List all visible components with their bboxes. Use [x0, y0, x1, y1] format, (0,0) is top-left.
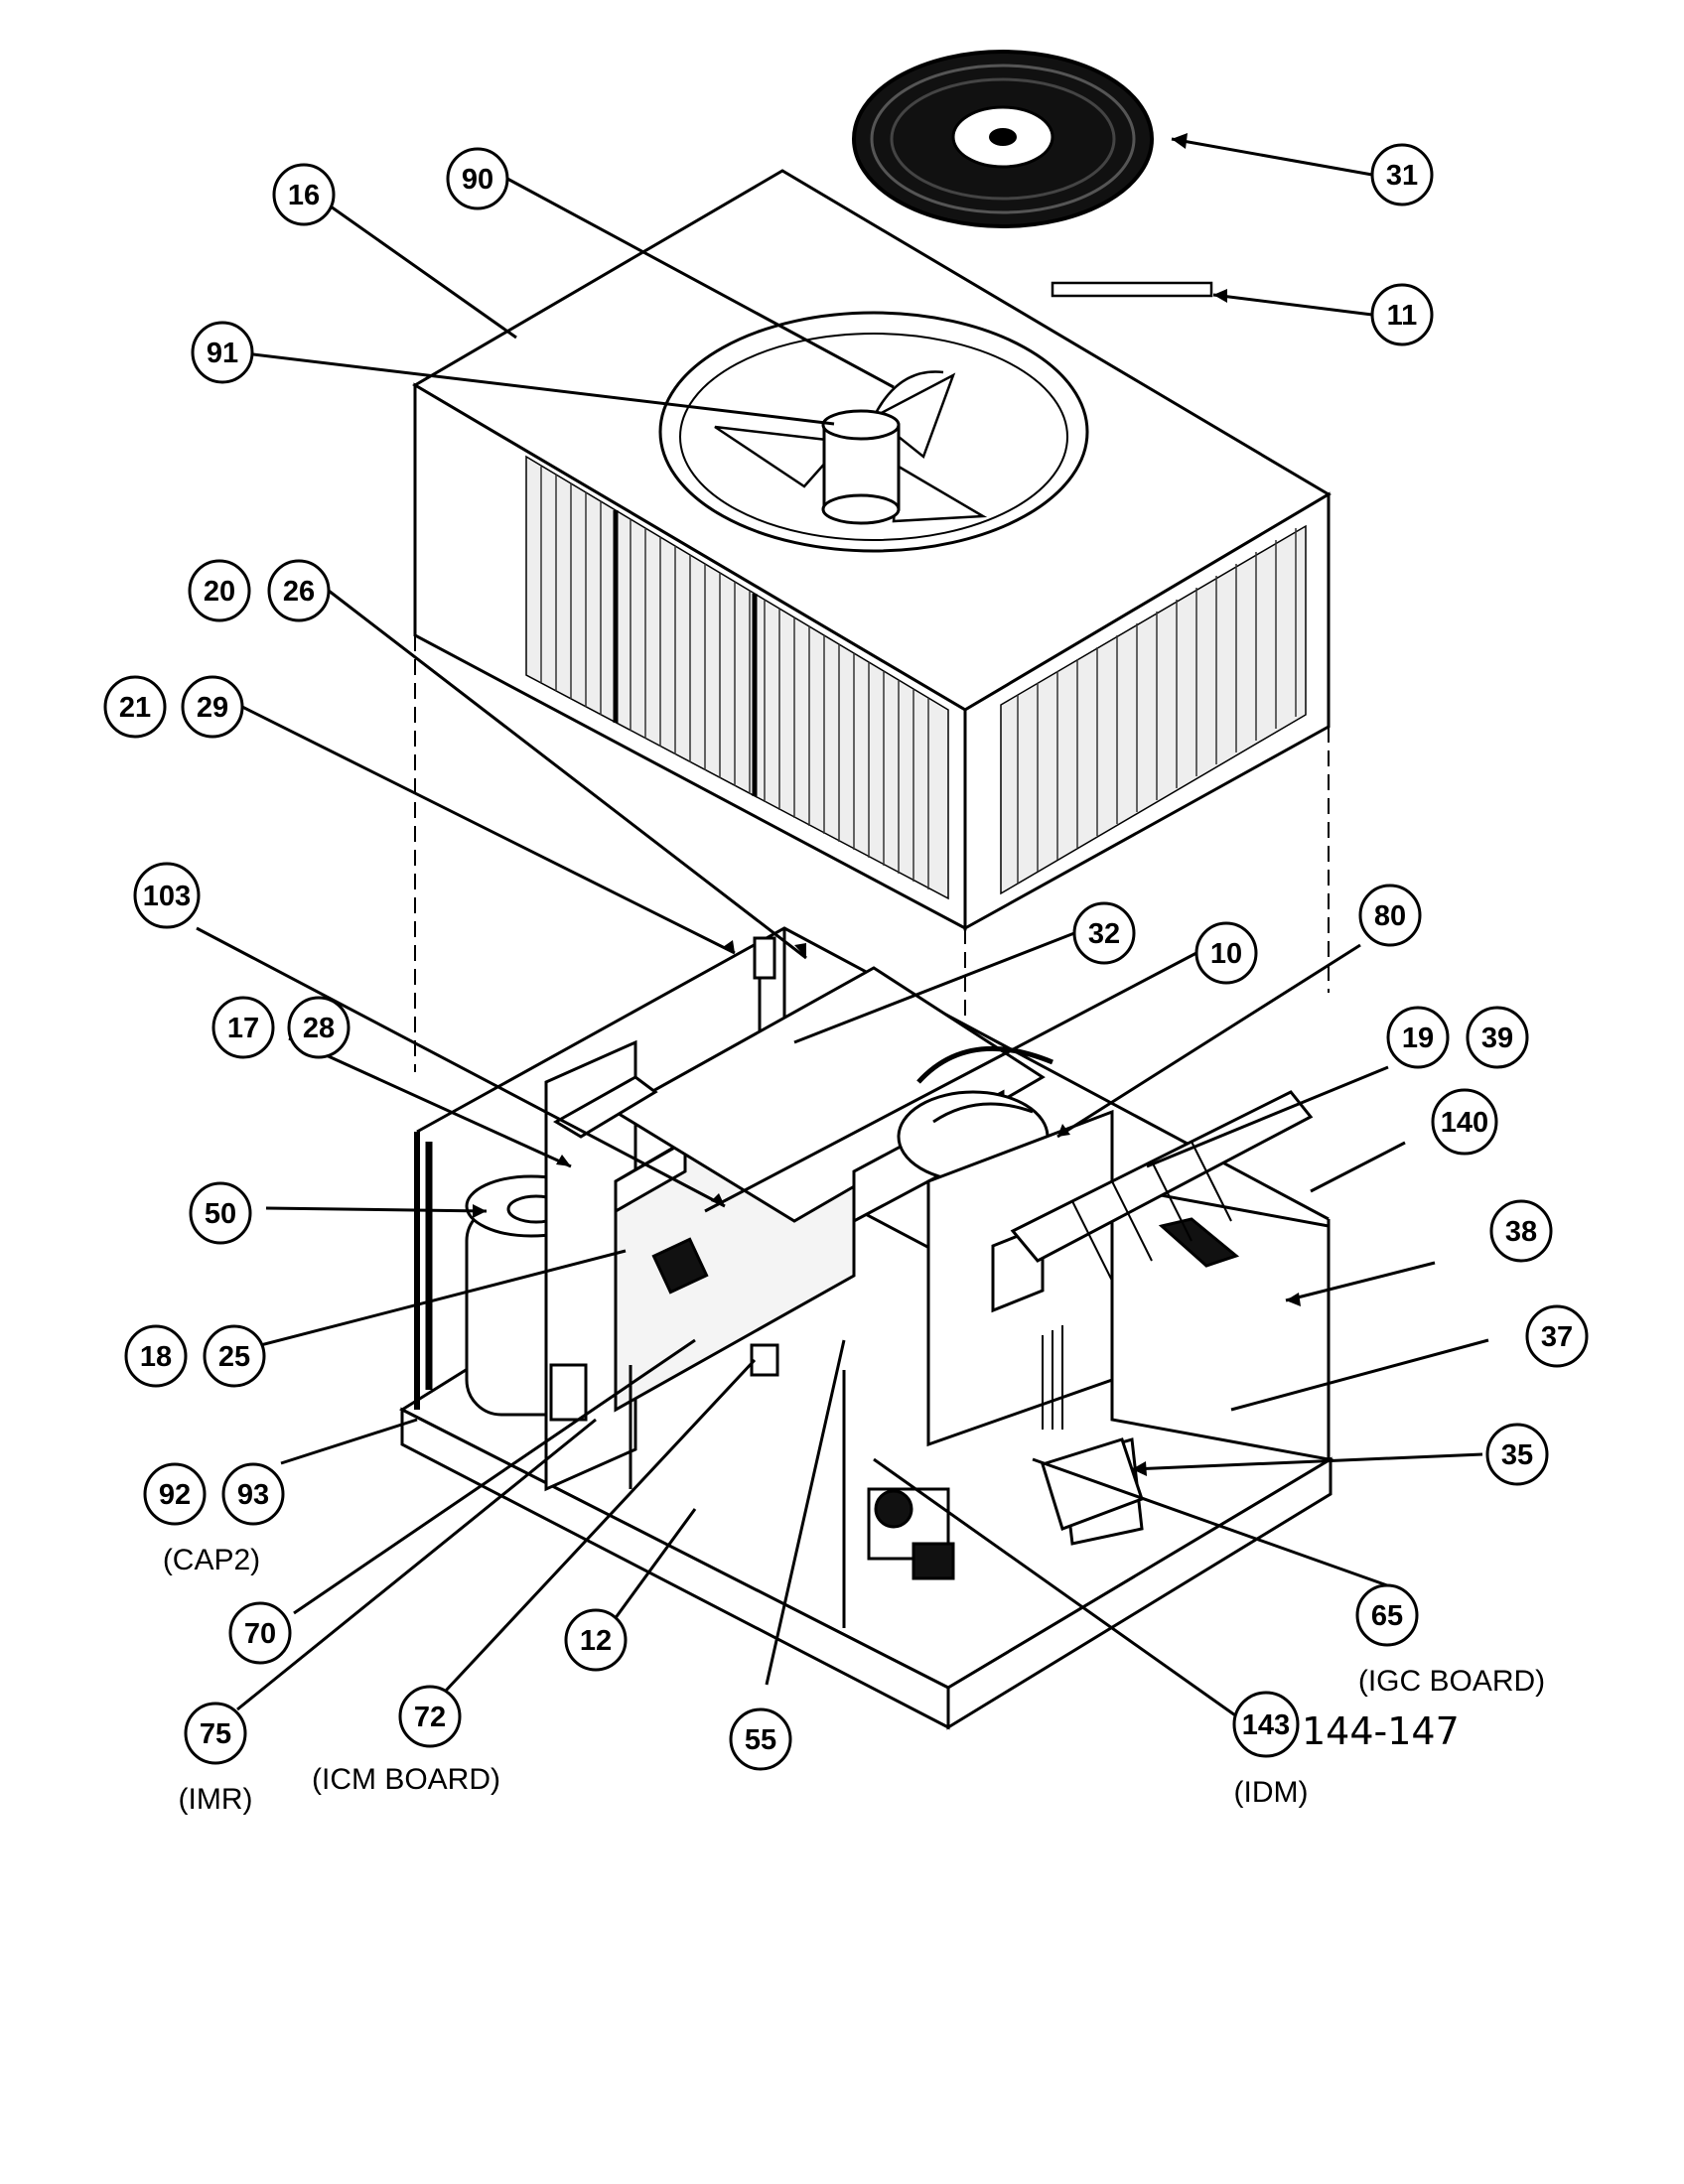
svg-text:70: 70: [244, 1618, 276, 1650]
leader-lines: [196, 137, 1489, 1719]
access-panel-37: [1110, 1184, 1331, 1461]
callout-28[interactable]: 28: [287, 996, 351, 1059]
svg-text:12: 12: [580, 1625, 612, 1657]
svg-text:11: 11: [1387, 300, 1418, 332]
svg-text:10: 10: [1210, 938, 1242, 970]
svg-text:18: 18: [140, 1341, 172, 1373]
svg-text:38: 38: [1505, 1216, 1537, 1248]
svg-text:17: 17: [227, 1013, 259, 1044]
fan-motor: [821, 409, 901, 525]
svg-text:19: 19: [1402, 1023, 1434, 1054]
callout-92[interactable]: 92: [143, 1462, 207, 1526]
callout-18[interactable]: 18: [124, 1324, 188, 1388]
svg-text:20: 20: [204, 576, 235, 608]
caption-imr: (IMR): [179, 1783, 253, 1816]
callout-25[interactable]: 25: [203, 1324, 266, 1388]
svg-text:29: 29: [197, 692, 228, 724]
callout-55[interactable]: 55: [729, 1707, 792, 1771]
callout-20[interactable]: 20: [188, 559, 251, 622]
callout-21[interactable]: 21: [103, 675, 167, 739]
callout-10[interactable]: 10: [1194, 921, 1258, 985]
callout-70[interactable]: 70: [228, 1601, 292, 1665]
caption-cap2: (CAP2): [163, 1544, 260, 1576]
svg-text:103: 103: [143, 881, 191, 912]
callout-26[interactable]: 26: [267, 559, 331, 622]
svg-text:91: 91: [207, 338, 238, 369]
svg-text:25: 25: [218, 1341, 250, 1373]
bracket-part-11: [1051, 281, 1213, 298]
callout-140[interactable]: 140: [1431, 1088, 1498, 1156]
base-unit: [398, 926, 1334, 1730]
svg-text:90: 90: [462, 164, 493, 196]
condenser-coil-right: [1000, 524, 1307, 895]
callouts: 31 11 16 90 91 20 26 21 29 103 32 10 80 …: [103, 143, 1589, 1771]
svg-text:50: 50: [205, 1198, 236, 1230]
caption-igc-board: (IGC BOARD): [1358, 1665, 1545, 1698]
callout-93[interactable]: 93: [221, 1462, 285, 1526]
svg-text:143: 143: [1242, 1709, 1290, 1741]
callout-80[interactable]: 80: [1358, 884, 1422, 947]
svg-text:80: 80: [1374, 900, 1406, 932]
callout-32[interactable]: 32: [1072, 901, 1136, 965]
callout-11[interactable]: 11: [1370, 283, 1434, 346]
callout-75[interactable]: 75: [184, 1702, 247, 1765]
svg-text:140: 140: [1441, 1107, 1488, 1139]
svg-text:28: 28: [303, 1013, 335, 1044]
caption-icm-board: (ICM BOARD): [312, 1763, 500, 1796]
fan-guard: [852, 50, 1154, 228]
svg-text:35: 35: [1501, 1439, 1533, 1471]
callout-12[interactable]: 12: [564, 1608, 628, 1672]
arrowheads: [473, 133, 1301, 1476]
svg-text:32: 32: [1088, 918, 1120, 950]
callout-91[interactable]: 91: [191, 321, 254, 384]
callout-37[interactable]: 37: [1525, 1304, 1589, 1368]
callout-17[interactable]: 17: [211, 996, 275, 1059]
condenser-fan: [714, 370, 988, 523]
svg-text:55: 55: [745, 1724, 776, 1756]
callout-65[interactable]: 65: [1355, 1583, 1419, 1647]
callout-72[interactable]: 72: [398, 1685, 462, 1748]
svg-text:16: 16: [288, 180, 320, 211]
captions: (CAP2) (IGC BOARD) (ICM BOARD) (IMR) (ID…: [163, 1544, 1545, 1816]
callout-103[interactable]: 103: [133, 862, 201, 929]
svg-text:72: 72: [414, 1702, 446, 1733]
svg-text:31: 31: [1386, 160, 1418, 192]
handwritten-note: 144-147: [1302, 1709, 1460, 1753]
svg-text:92: 92: [159, 1479, 191, 1511]
callout-38[interactable]: 38: [1489, 1199, 1553, 1263]
svg-text:93: 93: [237, 1479, 269, 1511]
svg-text:65: 65: [1371, 1600, 1403, 1632]
callout-35[interactable]: 35: [1485, 1423, 1549, 1486]
callout-29[interactable]: 29: [181, 675, 244, 739]
caption-idm: (IDM): [1234, 1776, 1309, 1809]
svg-text:75: 75: [200, 1718, 231, 1750]
callout-19[interactable]: 19: [1386, 1006, 1450, 1069]
callout-90[interactable]: 90: [446, 147, 509, 210]
svg-text:39: 39: [1481, 1023, 1513, 1054]
condenser-coil-left: [525, 455, 949, 900]
svg-text:37: 37: [1541, 1321, 1573, 1353]
svg-text:21: 21: [119, 692, 151, 724]
callout-39[interactable]: 39: [1466, 1006, 1529, 1069]
callout-31[interactable]: 31: [1370, 143, 1434, 206]
svg-text:26: 26: [283, 576, 315, 608]
callout-143[interactable]: 143: [1232, 1691, 1300, 1758]
top-cover-assembly: [412, 169, 1332, 931]
callout-50[interactable]: 50: [189, 1181, 252, 1245]
callout-16[interactable]: 16: [272, 163, 336, 226]
